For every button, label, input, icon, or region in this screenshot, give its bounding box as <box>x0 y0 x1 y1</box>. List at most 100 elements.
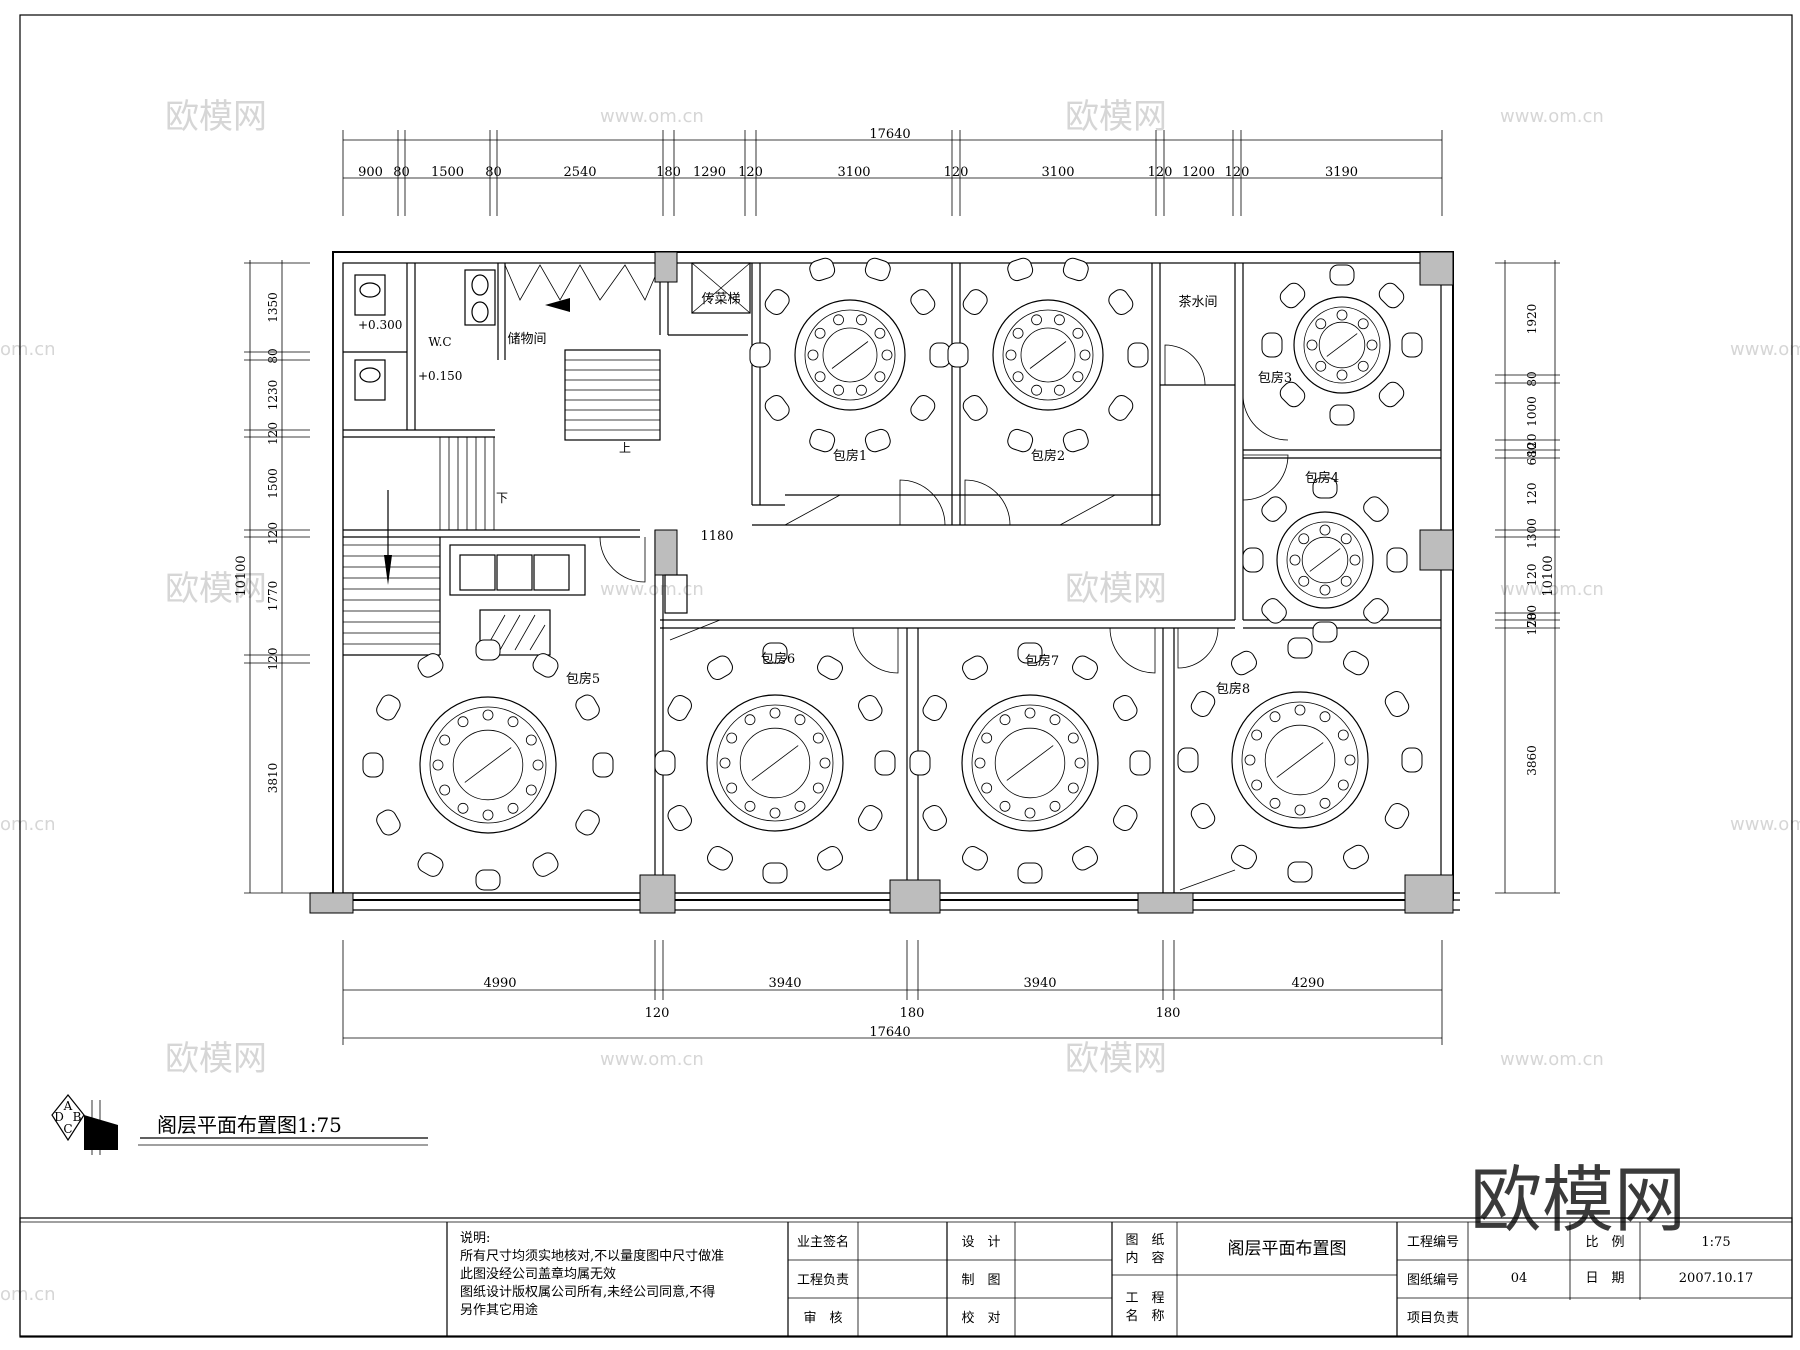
round-table <box>654 642 896 884</box>
watermark: www.om.cn <box>1500 1049 1604 1070</box>
chair <box>1401 747 1423 773</box>
place-setting <box>769 707 781 719</box>
chair <box>1384 691 1410 717</box>
chair <box>1261 598 1287 624</box>
round-table <box>1177 637 1423 883</box>
place-setting <box>881 349 893 361</box>
chair <box>1261 496 1287 522</box>
round-table <box>362 639 614 891</box>
round-table <box>909 642 1151 884</box>
room-label: W.C <box>428 335 451 349</box>
place-setting <box>1049 800 1061 812</box>
sofa <box>449 544 586 656</box>
place-setting <box>874 327 886 339</box>
place-setting <box>856 314 867 326</box>
dim-bottom-small: 180 <box>1156 1006 1181 1021</box>
place-setting <box>807 349 819 361</box>
chair <box>1312 621 1338 643</box>
place-setting <box>814 327 826 339</box>
chair <box>1017 862 1043 884</box>
place-setting <box>1319 584 1331 596</box>
watermark-large: 欧模网 <box>1470 1158 1686 1242</box>
place-setting <box>1337 729 1349 741</box>
chair <box>1007 257 1034 282</box>
dim-right: 120 <box>1525 434 1539 457</box>
watermark: 欧模网 <box>165 569 267 609</box>
place-setting <box>1319 711 1331 723</box>
place-setting <box>525 734 537 746</box>
dim-top: 900 <box>358 165 383 180</box>
place-setting <box>1344 754 1356 766</box>
chair <box>376 694 401 721</box>
chair <box>532 653 559 678</box>
drawing-no-value: 04 <box>1511 1271 1528 1286</box>
place-setting <box>981 732 993 744</box>
place-setting <box>1357 318 1369 330</box>
dim-right: 780 <box>1525 605 1539 628</box>
project-name-label: 工 程 <box>1125 1291 1164 1306</box>
dim-right: 80 <box>1525 371 1539 386</box>
dim-top: 3100 <box>1041 165 1074 180</box>
place-setting <box>1079 349 1091 361</box>
content-value: 阁层平面布置图 <box>1228 1239 1347 1259</box>
design-label: 设 计 <box>961 1235 1000 1250</box>
place-setting <box>1336 369 1348 381</box>
place-setting <box>874 371 886 383</box>
chair <box>362 752 384 778</box>
dim-bottom: 4990 <box>483 976 516 991</box>
chair <box>858 805 883 831</box>
place-setting <box>507 716 519 728</box>
place-setting <box>1031 314 1042 326</box>
room-label: 茶水间 <box>1178 294 1217 310</box>
chair <box>417 653 444 678</box>
place-setting <box>1072 327 1084 339</box>
dim-top: 80 <box>393 165 410 180</box>
room-labels: 包房1 包房2 包房3 包房4 包房5 包房6 包房7 包房8 W.C 储物间 … <box>358 292 1339 697</box>
place-setting <box>1054 314 1065 326</box>
dim-right: 1000 <box>1525 396 1539 427</box>
dim-top: 180 <box>656 165 681 180</box>
round-table <box>1242 477 1408 643</box>
dim-top: 120 <box>944 165 969 180</box>
chair <box>929 342 951 368</box>
chair <box>864 257 891 282</box>
place-setting <box>856 384 867 396</box>
chair <box>764 289 790 316</box>
dim-height-total-right: 10100 <box>1541 555 1556 596</box>
chair <box>417 852 444 877</box>
notes-line: 另作其它用途 <box>460 1302 538 1318</box>
watermark: 欧模网 <box>165 97 267 137</box>
watermark: 欧模网 <box>1065 569 1167 609</box>
dim-top: 120 <box>738 165 763 180</box>
chair <box>667 695 692 721</box>
place-setting <box>1366 339 1378 351</box>
chair <box>1242 547 1264 573</box>
place-setting <box>439 784 451 796</box>
room-label: 传菜梯 <box>701 292 740 307</box>
place-setting <box>974 757 986 769</box>
doors <box>599 344 1289 891</box>
place-setting <box>981 782 993 794</box>
round-table <box>749 257 951 453</box>
place-setting <box>507 802 519 814</box>
compass-letter: D <box>54 1110 64 1124</box>
chair <box>874 750 896 776</box>
dim-left: 1350 <box>266 292 280 323</box>
chair <box>654 750 676 776</box>
chair <box>962 655 988 680</box>
chair <box>575 694 600 721</box>
chair <box>475 869 501 891</box>
chair <box>532 852 559 877</box>
dim-right: 1300 <box>1525 518 1539 549</box>
chair <box>1127 342 1149 368</box>
compass-letter: C <box>63 1122 72 1136</box>
dim-right: 680 <box>1525 443 1539 466</box>
place-setting <box>1269 711 1281 723</box>
dim-top: 3100 <box>837 165 870 180</box>
place-setting <box>1315 360 1327 372</box>
dim-right: 1920 <box>1525 304 1539 335</box>
watermarks: 欧模网 www.om.cn 欧模网 www.om.cn om.cn www.om… <box>0 97 1800 1305</box>
place-setting <box>439 734 451 746</box>
chair <box>1108 289 1134 316</box>
dim-left: 120 <box>266 522 280 545</box>
